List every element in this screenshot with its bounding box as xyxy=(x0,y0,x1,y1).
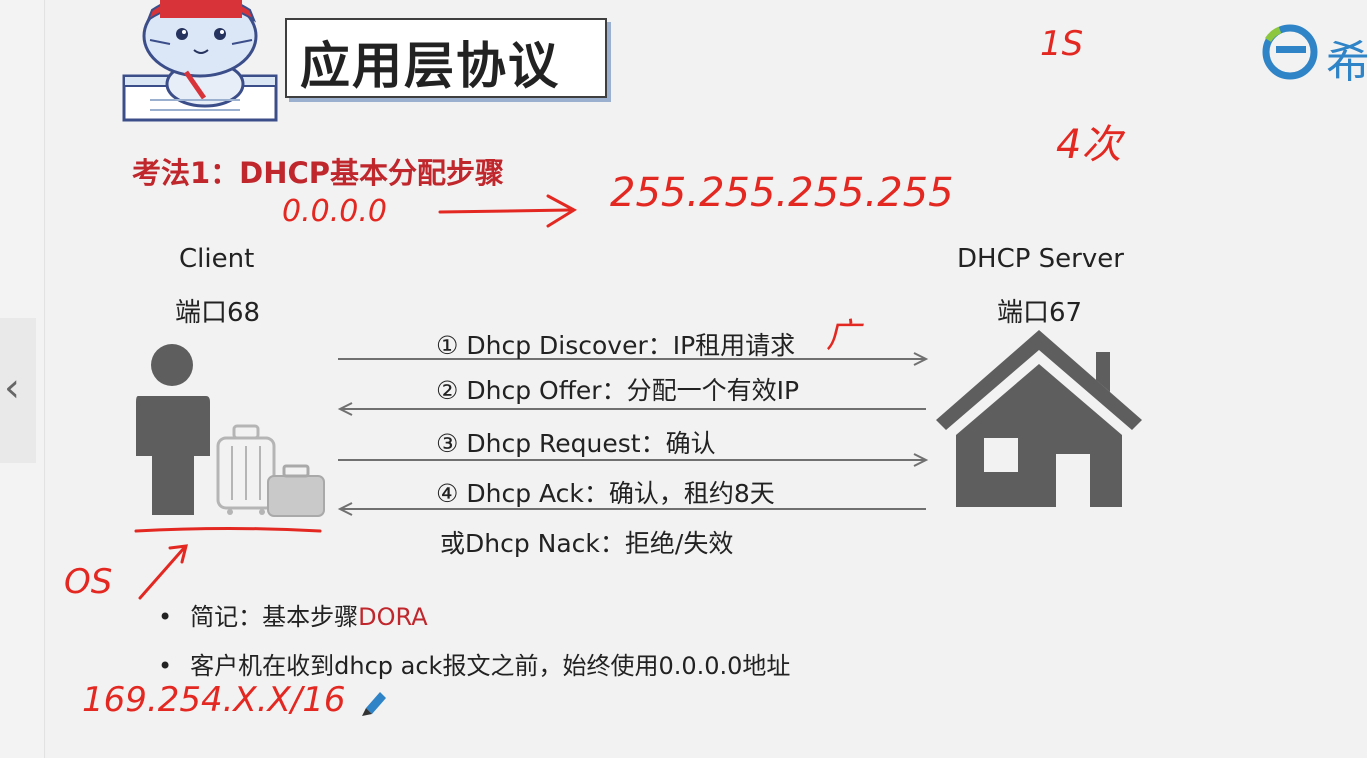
annotation-broadcast: 广 xyxy=(826,316,860,356)
bullet-dora: •简记：基本步骤DORA xyxy=(158,603,428,631)
annotation-1s: 1S xyxy=(1040,24,1084,64)
step-ack: ④ Dhcp Ack：确认，租约8天 xyxy=(436,479,775,508)
annotation-dst-ip: 255.255.255.255 xyxy=(610,170,954,216)
slide-canvas xyxy=(46,0,1367,758)
step-discover: ① Dhcp Discover：IP租用请求 xyxy=(436,331,796,360)
step-request: ③ Dhcp Request：确认 xyxy=(436,429,716,458)
subtitle: 考法1：DHCP基本分配步骤 xyxy=(132,156,505,190)
annotation-src-ip: 0.0.0.0 xyxy=(282,194,387,229)
page-title: 应用层协议 xyxy=(300,37,560,95)
step-offer: ② Dhcp Offer：分配一个有效IP xyxy=(436,376,800,405)
server-port: 端口67 xyxy=(997,298,1083,328)
chevron-left-icon[interactable]: ‹ xyxy=(4,365,20,411)
annotation-4-times: 4次 xyxy=(1056,122,1122,168)
step-nack: 或Dhcp Nack：拒绝/失效 xyxy=(440,529,734,558)
annotation-apipa: 169.254.X.X/16 xyxy=(82,680,346,720)
annotation-os: OS xyxy=(64,562,113,602)
bullet-ip-usage: •客户机在收到dhcp ack报文之前，始终使用0.0.0.0地址 xyxy=(158,652,791,680)
logo-text: 希 xyxy=(1326,37,1367,88)
prev-slide-tab[interactable] xyxy=(0,318,36,463)
title-box xyxy=(285,18,607,98)
client-port: 端口68 xyxy=(175,298,261,328)
client-label: Client xyxy=(179,244,255,274)
server-label: DHCP Server xyxy=(957,244,1124,274)
